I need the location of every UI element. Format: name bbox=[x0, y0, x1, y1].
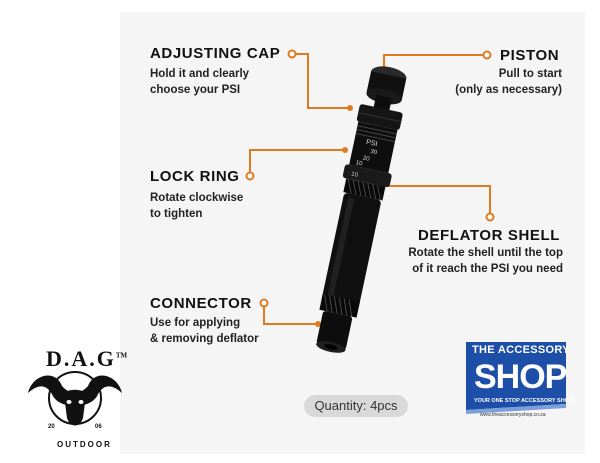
leader-adjusting-cap bbox=[292, 53, 350, 109]
svg-text:20: 20 bbox=[48, 424, 55, 430]
dag-brand-name: D.A.GTM bbox=[46, 346, 128, 371]
dag-buffalo-logo: 20 06 bbox=[28, 371, 122, 430]
deflator-tool: PSI 30 20 10 10 bbox=[316, 66, 407, 353]
adjusting-cap-title: ADJUSTING CAP bbox=[150, 45, 281, 62]
leader-connector bbox=[263, 303, 318, 325]
svg-text:10: 10 bbox=[355, 160, 363, 167]
lock-ring-description: Rotate clockwise to tighten bbox=[150, 192, 244, 220]
svg-text:10: 10 bbox=[351, 171, 359, 178]
dag-outdoor-text: OUTDOOR bbox=[57, 440, 112, 449]
deflator-shell-description: Rotate the shell until the top of it rea… bbox=[408, 247, 563, 275]
leader-lock-ring bbox=[249, 149, 345, 176]
lock-ring-title: LOCK RING bbox=[150, 168, 240, 185]
piston-description: Pull to start (only as necessary) bbox=[455, 68, 562, 96]
accessory-shop-logo: THE ACCESSORY SHOP YOUR ONE STOP ACCESSO… bbox=[466, 342, 574, 424]
deflator-shell-title: DEFLATOR SHELL bbox=[418, 227, 561, 244]
piston-title: PISTON bbox=[500, 47, 560, 64]
adjusting-cap-description: Hold it and clearly choose your PSI bbox=[150, 68, 250, 96]
svg-text:20: 20 bbox=[362, 156, 370, 163]
scale-psi-label: PSI bbox=[365, 139, 378, 148]
svg-text:30: 30 bbox=[370, 149, 378, 156]
svg-text:06: 06 bbox=[95, 424, 102, 430]
quantity-badge: Quantity: 4pcs bbox=[304, 395, 408, 417]
connector-title: CONNECTOR bbox=[150, 295, 252, 312]
connector-description: Use for applying & removing deflator bbox=[150, 317, 259, 345]
leader-deflator-shell bbox=[378, 185, 491, 217]
